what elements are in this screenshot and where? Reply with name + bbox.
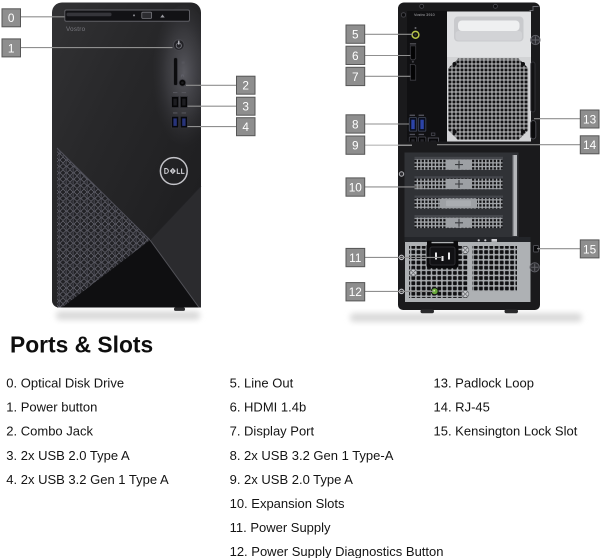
svg-text:4: 4	[242, 120, 249, 134]
svg-text:Vostro 3910: Vostro 3910	[414, 13, 435, 17]
svg-text:0. Optical Disk Drive: 0. Optical Disk Drive	[6, 376, 124, 391]
svg-text:7. Display Port: 7. Display Port	[230, 424, 315, 439]
svg-text:0: 0	[8, 11, 15, 25]
svg-text:2. Combo Jack: 2. Combo Jack	[6, 424, 93, 439]
svg-text:6: 6	[352, 49, 359, 63]
svg-text:13. Padlock Loop: 13. Padlock Loop	[434, 376, 534, 391]
svg-text:10: 10	[349, 181, 363, 195]
svg-text:15: 15	[583, 242, 597, 256]
svg-text:9. 2x USB 2.0 Type A: 9. 2x USB 2.0 Type A	[230, 472, 354, 487]
svg-text:4. 2x USB 3.2 Gen 1 Type A: 4. 2x USB 3.2 Gen 1 Type A	[6, 472, 169, 487]
svg-text:1. Power button: 1. Power button	[6, 400, 97, 415]
svg-text:14. RJ-45: 14. RJ-45	[434, 400, 490, 415]
svg-text:3. 2x USB 2.0 Type A: 3. 2x USB 2.0 Type A	[6, 448, 130, 463]
svg-text:8: 8	[352, 117, 359, 131]
svg-text:11. Power Supply: 11. Power Supply	[230, 520, 331, 535]
svg-text:2: 2	[242, 79, 249, 93]
svg-text:5. Line Out: 5. Line Out	[230, 376, 294, 391]
svg-text:Ports & Slots: Ports & Slots	[10, 332, 153, 358]
svg-text:12. Power Supply Diagnostics B: 12. Power Supply Diagnostics Button	[230, 544, 444, 558]
svg-text:5: 5	[352, 28, 359, 42]
svg-text:6. HDMI 1.4b: 6. HDMI 1.4b	[230, 400, 307, 415]
svg-text:14: 14	[583, 138, 597, 152]
svg-text:12: 12	[349, 285, 362, 299]
svg-text:7: 7	[352, 70, 359, 84]
svg-text:10. Expansion Slots: 10. Expansion Slots	[230, 496, 345, 511]
svg-text:1: 1	[8, 41, 15, 55]
svg-text:3: 3	[242, 100, 249, 114]
svg-text:9: 9	[352, 139, 359, 153]
svg-text:13: 13	[583, 112, 597, 126]
svg-text:11: 11	[349, 251, 361, 265]
svg-text:15. Kensington Lock Slot: 15. Kensington Lock Slot	[434, 424, 578, 439]
svg-text:Vostro: Vostro	[66, 26, 86, 33]
svg-text:8. 2x USB 3.2 Gen 1 Type-A: 8. 2x USB 3.2 Gen 1 Type-A	[230, 448, 394, 463]
